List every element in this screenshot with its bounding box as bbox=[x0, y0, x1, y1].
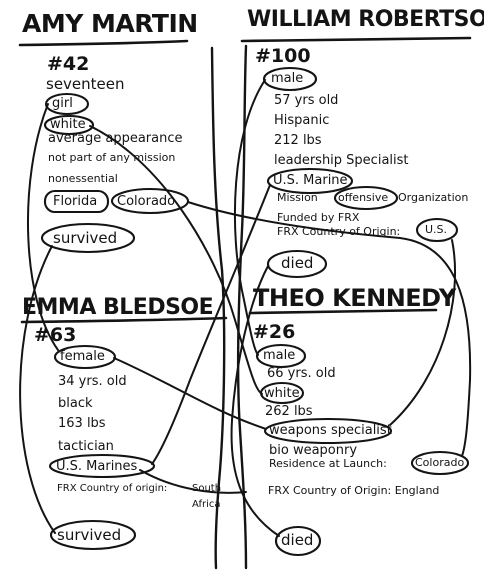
emma-name: EMMA BLEDSOE bbox=[22, 295, 214, 320]
link-white-white bbox=[89, 125, 263, 395]
amy-role: nonessential bbox=[48, 172, 118, 185]
link-us-weapons bbox=[389, 239, 456, 426]
link-survived-survived bbox=[19, 245, 56, 534]
emma-gender: female bbox=[60, 349, 105, 364]
william-weight: 212 lbs bbox=[274, 133, 322, 148]
amy-age: seventeen bbox=[46, 75, 125, 93]
william-male-oval bbox=[262, 66, 318, 92]
emma-origin-label: FRX Country of origin: bbox=[57, 483, 168, 494]
link-male-male bbox=[233, 79, 266, 356]
william-role: leadership Specialist bbox=[274, 153, 409, 168]
amy-race: white bbox=[50, 117, 86, 132]
theo-race: white bbox=[264, 386, 300, 401]
amy-state-florida: Florida bbox=[53, 194, 98, 209]
emma-origin-value-1: South bbox=[192, 483, 222, 494]
emma-status: survived bbox=[57, 526, 122, 544]
william-funded: Funded by FRX bbox=[277, 211, 360, 224]
theo-colorado-oval bbox=[410, 450, 470, 476]
william-gender: male bbox=[271, 71, 304, 86]
amy-name: AMY MARTIN bbox=[22, 9, 198, 38]
amy-white-oval bbox=[43, 114, 95, 136]
theo-number: #26 bbox=[253, 321, 296, 343]
theo-origin: FRX Country of Origin: England bbox=[268, 484, 440, 497]
amy-status: survived bbox=[53, 229, 118, 247]
william-number: #100 bbox=[255, 45, 311, 67]
amy-name-underline bbox=[18, 39, 189, 47]
amy-survived-oval bbox=[40, 222, 136, 254]
amy-trait: average appearance bbox=[48, 131, 183, 146]
amy-state-colorado: Colorado bbox=[117, 194, 176, 209]
link-girl-female bbox=[27, 103, 59, 351]
link-died-died bbox=[230, 265, 280, 537]
center-stroke-left bbox=[210, 46, 226, 570]
william-name: WILLIAM ROBERTSON bbox=[247, 7, 484, 32]
theo-name: THEO KENNEDY bbox=[253, 284, 456, 312]
emma-origin-value-2: Africa bbox=[192, 499, 221, 510]
william-mission-suffix: Organization bbox=[398, 191, 469, 204]
theo-residence-value: Colorado bbox=[415, 456, 465, 469]
william-mission-word: offensive bbox=[338, 191, 389, 204]
william-name-underline bbox=[240, 36, 472, 43]
theo-weapons-oval bbox=[263, 417, 393, 445]
link-marine-marines bbox=[151, 184, 271, 465]
amy-girl-oval bbox=[44, 92, 90, 116]
william-origin-value: U.S. bbox=[425, 223, 448, 236]
amy-florida-box bbox=[43, 189, 110, 214]
william-us-oval bbox=[415, 217, 459, 243]
link-crossover-tail bbox=[139, 469, 247, 494]
emma-branch: U.S. Marines bbox=[56, 459, 138, 474]
william-ethnicity: Hispanic bbox=[274, 113, 330, 128]
william-status: died bbox=[281, 254, 314, 272]
emma-marines-oval bbox=[48, 453, 156, 479]
theo-died-oval bbox=[274, 525, 322, 557]
theo-weight: 262 lbs bbox=[265, 404, 313, 419]
amy-mission: not part of any mission bbox=[48, 151, 176, 164]
amy-number: #42 bbox=[47, 53, 90, 75]
william-mission-prefix: Mission bbox=[277, 191, 318, 204]
emma-survived-oval bbox=[49, 519, 137, 551]
theo-gender: male bbox=[263, 348, 296, 363]
emma-female-oval bbox=[53, 344, 117, 370]
william-branch: U.S. Marine bbox=[273, 173, 348, 188]
link-female-weapons bbox=[113, 357, 267, 430]
theo-specialty: bio weaponry bbox=[269, 443, 358, 458]
theo-role: weapons specialist bbox=[269, 423, 392, 438]
emma-role: tactician bbox=[58, 439, 114, 454]
william-marine-oval bbox=[266, 167, 354, 195]
theo-male-oval bbox=[255, 343, 307, 369]
theo-residence-label: Residence at Launch: bbox=[269, 457, 387, 470]
amy-gender: girl bbox=[52, 96, 73, 111]
link-colorado-colorado bbox=[187, 201, 472, 457]
william-offensive-oval bbox=[333, 185, 399, 211]
william-age: 57 yrs old bbox=[274, 93, 339, 108]
william-died-oval bbox=[266, 249, 328, 279]
emma-weight: 163 lbs bbox=[58, 416, 106, 431]
william-origin-label: FRX Country of Origin: bbox=[277, 225, 401, 238]
emma-age: 34 yrs. old bbox=[58, 374, 127, 389]
theo-age: 66 yrs. old bbox=[267, 366, 336, 381]
emma-name-underline bbox=[20, 316, 228, 324]
theo-status: died bbox=[281, 531, 314, 549]
theo-name-underline bbox=[248, 308, 438, 315]
emma-race: black bbox=[58, 396, 93, 411]
emma-number: #63 bbox=[34, 324, 77, 346]
